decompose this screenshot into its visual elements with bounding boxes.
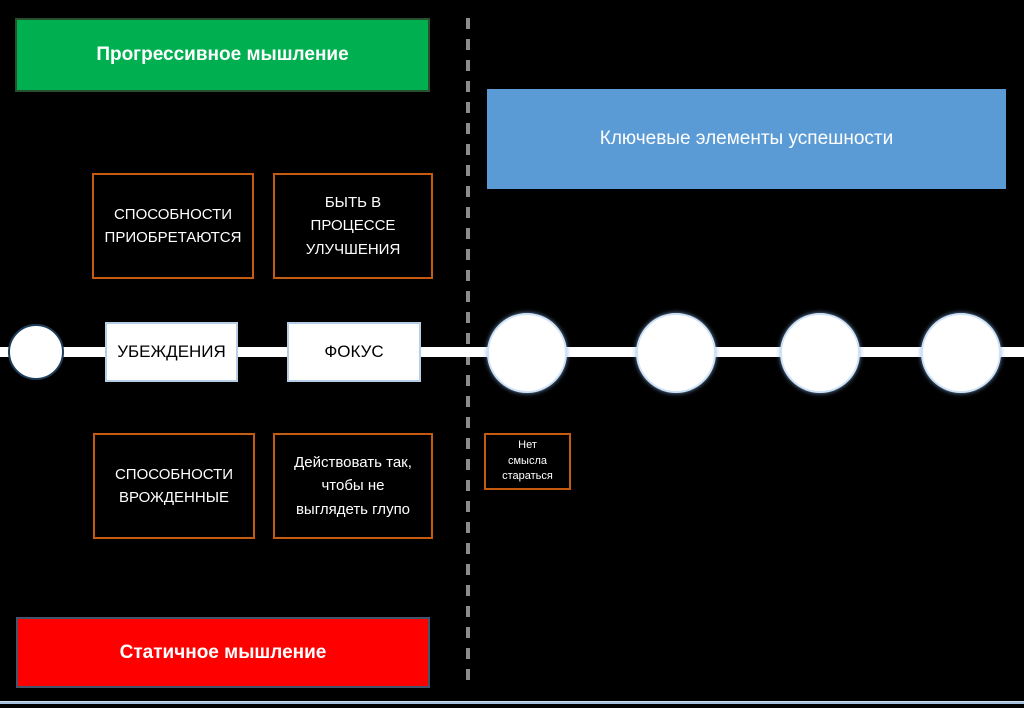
timeline-node-3 bbox=[780, 313, 860, 393]
abilities-acquired-box: СПОСОБНОСТИ ПРИОБРЕТАЮТСЯ bbox=[92, 173, 254, 279]
focus-label: ФОКУС bbox=[324, 342, 384, 361]
no-sense-trying-label: Нет смысла стараться bbox=[502, 438, 553, 483]
process-of-improvement-label: БЫТЬ В ПРОЦЕССЕ УЛУЧШЕНИЯ bbox=[305, 194, 401, 258]
abilities-innate-label: СПОСОБНОСТИ ВРОЖДЕННЫЕ bbox=[114, 465, 234, 506]
no-sense-trying-box: Нет смысла стараться bbox=[484, 433, 571, 490]
beliefs-box: УБЕЖДЕНИЯ bbox=[105, 322, 238, 382]
timeline-node-2 bbox=[636, 313, 716, 393]
key-elements-banner: Ключевые элементы успешности bbox=[487, 89, 1006, 189]
timeline-start-node bbox=[8, 324, 64, 380]
process-of-improvement-box: БЫТЬ В ПРОЦЕССЕ УЛУЧШЕНИЯ bbox=[273, 173, 433, 279]
act-not-look-stupid-label: Действовать так, чтобы не выглядеть глуп… bbox=[294, 454, 412, 518]
key-elements-label: Ключевые элементы успешности bbox=[599, 128, 894, 149]
progressive-mindset-label: Прогрессивное мышление bbox=[96, 44, 349, 65]
beliefs-label: УБЕЖДЕНИЯ bbox=[117, 342, 226, 361]
bottom-rule bbox=[0, 701, 1024, 704]
abilities-acquired-label: СПОСОБНОСТИ ПРИОБРЕТАЮТСЯ bbox=[104, 205, 242, 246]
static-mindset-label: Статичное мышление bbox=[119, 641, 327, 663]
timeline-node-1 bbox=[487, 313, 567, 393]
abilities-innate-box: СПОСОБНОСТИ ВРОЖДЕННЫЕ bbox=[93, 433, 255, 539]
focus-box: ФОКУС bbox=[287, 322, 421, 382]
progressive-mindset-banner: Прогрессивное мышление bbox=[15, 18, 430, 92]
static-mindset-banner: Статичное мышление bbox=[16, 617, 430, 688]
act-not-look-stupid-box: Действовать так, чтобы не выглядеть глуп… bbox=[273, 433, 433, 539]
timeline-node-4 bbox=[921, 313, 1001, 393]
